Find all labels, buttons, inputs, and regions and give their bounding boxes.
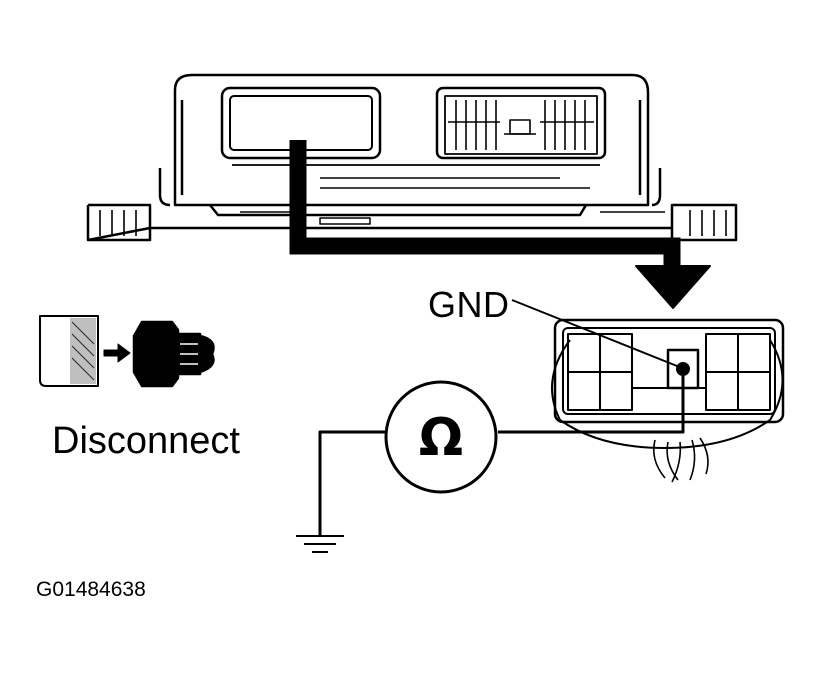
- ground-symbol-icon: [296, 535, 344, 553]
- ohmmeter-icon: [384, 380, 498, 494]
- connector-face-icon: [551, 318, 785, 483]
- ohmmeter-lead-probe: [498, 369, 685, 434]
- gnd-label: GND: [428, 284, 510, 325]
- ohmmeter-lead-ground: [318, 430, 386, 536]
- ecu-module-icon: [86, 73, 738, 242]
- figure-code: G01484638: [36, 578, 146, 601]
- ohm-symbol: Ω: [418, 408, 464, 468]
- down-arrow-icon: [635, 265, 711, 309]
- disconnect-label: Disconnect: [52, 420, 240, 462]
- disconnect-connector-icon: [39, 315, 215, 388]
- probe-lead: [289, 140, 681, 268]
